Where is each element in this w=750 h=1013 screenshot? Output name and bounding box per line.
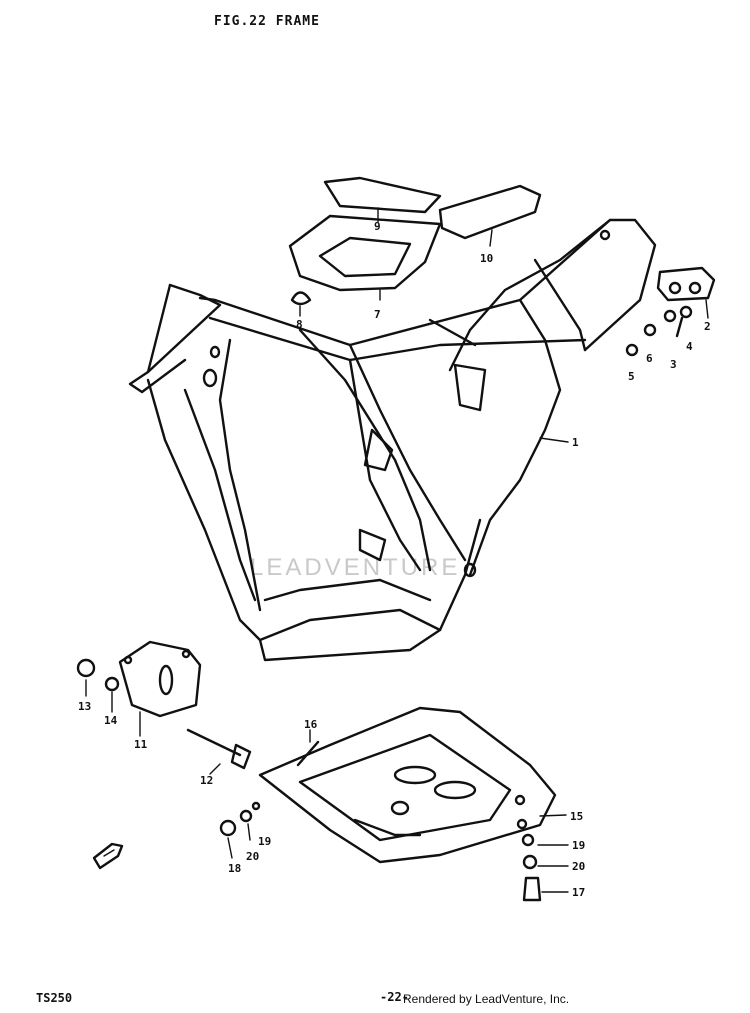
callout-label: 3	[670, 358, 677, 371]
front-direction-arrow-icon	[92, 842, 124, 870]
callout-label: 12	[200, 774, 213, 787]
rear-bolts-part[interactable]	[625, 305, 693, 357]
watermark-text: LEADVENTURE	[250, 554, 460, 581]
page-number: -22-	[380, 990, 409, 1004]
render-credit: Rendered by LeadVenture, Inc.	[403, 992, 570, 1006]
callout-label: 4	[686, 340, 693, 353]
nut-part-13[interactable]	[76, 658, 96, 678]
callout-label: 18	[228, 862, 241, 875]
callout-label: 7	[374, 308, 381, 321]
rear-bracket-part[interactable]	[656, 266, 716, 302]
callout-label: 20	[572, 860, 585, 873]
rubber-cushion-part[interactable]	[290, 291, 312, 306]
callout-label: 10	[480, 252, 493, 265]
callout-label: 20	[246, 850, 259, 863]
callout-label: 16	[304, 718, 318, 731]
callout-label: 14	[104, 714, 118, 727]
callout-label: 8	[296, 318, 303, 331]
callout-label: 19	[258, 835, 271, 848]
callout-label: 19	[572, 839, 585, 852]
callout-label: 1	[572, 436, 579, 449]
callout-label: 5	[628, 370, 635, 383]
seat-plate-part[interactable]	[323, 176, 442, 214]
callout-numbers: 1 2 3 4 5 6 7 8 9 10 11 12 13 14 15 16 1…	[78, 220, 711, 899]
washer-part-14[interactable]	[104, 676, 120, 692]
model-code: TS250	[36, 991, 73, 1005]
callout-label: 2	[704, 320, 711, 333]
engine-mount-plate-part[interactable]	[118, 640, 202, 718]
callout-label: 6	[646, 352, 653, 365]
callout-label: 11	[134, 738, 148, 751]
callout-label: 15	[570, 810, 583, 823]
callout-label: 9	[374, 220, 381, 233]
mounting-bolt-part[interactable]	[186, 728, 252, 770]
figure-title: FIG.22 FRAME	[214, 14, 320, 29]
skid-hardware-part[interactable]	[219, 801, 542, 902]
callout-label: 13	[78, 700, 91, 713]
callout-label: 17	[572, 886, 585, 899]
main-frame-part[interactable]	[128, 218, 657, 662]
skid-pin-part[interactable]	[296, 740, 320, 767]
callout-leaders	[85, 207, 709, 893]
seat-bracket-part[interactable]	[288, 214, 442, 292]
skid-plate-part[interactable]	[258, 706, 557, 864]
frame-pad-part[interactable]	[438, 184, 542, 240]
